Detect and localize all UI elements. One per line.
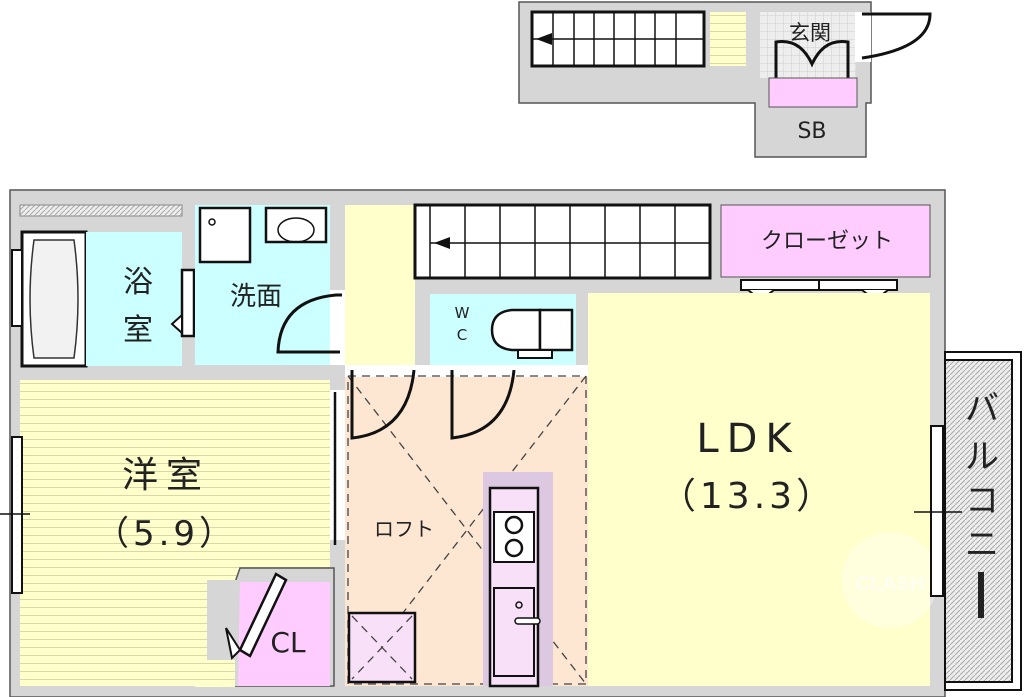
corridor — [345, 205, 415, 370]
western-room-size: （5.9） — [95, 514, 237, 554]
sink — [264, 206, 328, 244]
watermark-logo — [842, 532, 938, 628]
entrance-door[interactable] — [861, 12, 932, 60]
washroom-label: 洗面 — [230, 282, 282, 312]
balcony-label: ル — [965, 437, 999, 477]
balcony: バ ル コ ニ ー — [914, 351, 1022, 691]
entrance-label: 玄関 — [789, 21, 831, 45]
loft-outline — [347, 375, 587, 685]
entrance-block: 玄関 SB — [518, 1, 932, 158]
wc-label-1: W — [455, 304, 470, 322]
balcony-label-dash: ー — [978, 572, 984, 618]
ldk-label: LDK — [696, 416, 799, 462]
shoe-box — [768, 77, 858, 108]
closet-label: クローゼット — [761, 229, 893, 254]
bathroom-label-2: 室 — [123, 313, 153, 348]
stair-arrow-icon — [536, 33, 552, 45]
western-room-window — [11, 436, 23, 594]
kitchen-sink — [493, 587, 535, 677]
bathroom — [86, 232, 182, 366]
cl-door[interactable] — [238, 572, 288, 658]
cl-label: CL — [270, 626, 306, 659]
washroom-door[interactable] — [276, 293, 342, 354]
watermark-text: CLASH — [856, 573, 925, 595]
closet — [720, 204, 931, 278]
stair-arrow-icon — [434, 237, 450, 249]
shoe-box-label: SB — [797, 119, 826, 144]
shoe-cabinet-doors — [774, 39, 850, 78]
main-staircase — [413, 203, 712, 280]
bathroom-door[interactable] — [180, 268, 196, 338]
stove — [493, 511, 535, 563]
balcony-label: バ — [965, 389, 999, 429]
washing-machine-space — [198, 206, 252, 264]
bath-window — [11, 249, 23, 327]
corridor-door[interactable] — [350, 369, 416, 440]
loft-label: ロフト — [374, 517, 434, 541]
burner-icon — [504, 538, 524, 558]
wc-label-2: C — [457, 326, 467, 344]
toilet — [490, 308, 542, 352]
ldk — [588, 293, 930, 686]
bathroom-label-1: 浴 — [123, 265, 153, 300]
balcony-label: ニ — [965, 525, 999, 565]
ldk-size: （13.3） — [660, 476, 836, 517]
wc-door[interactable] — [450, 369, 516, 440]
balcony-window[interactable] — [930, 425, 944, 597]
western-room-label: 洋室 — [122, 455, 210, 496]
balcony-label: コ — [965, 481, 999, 521]
burner-icon — [504, 515, 524, 535]
